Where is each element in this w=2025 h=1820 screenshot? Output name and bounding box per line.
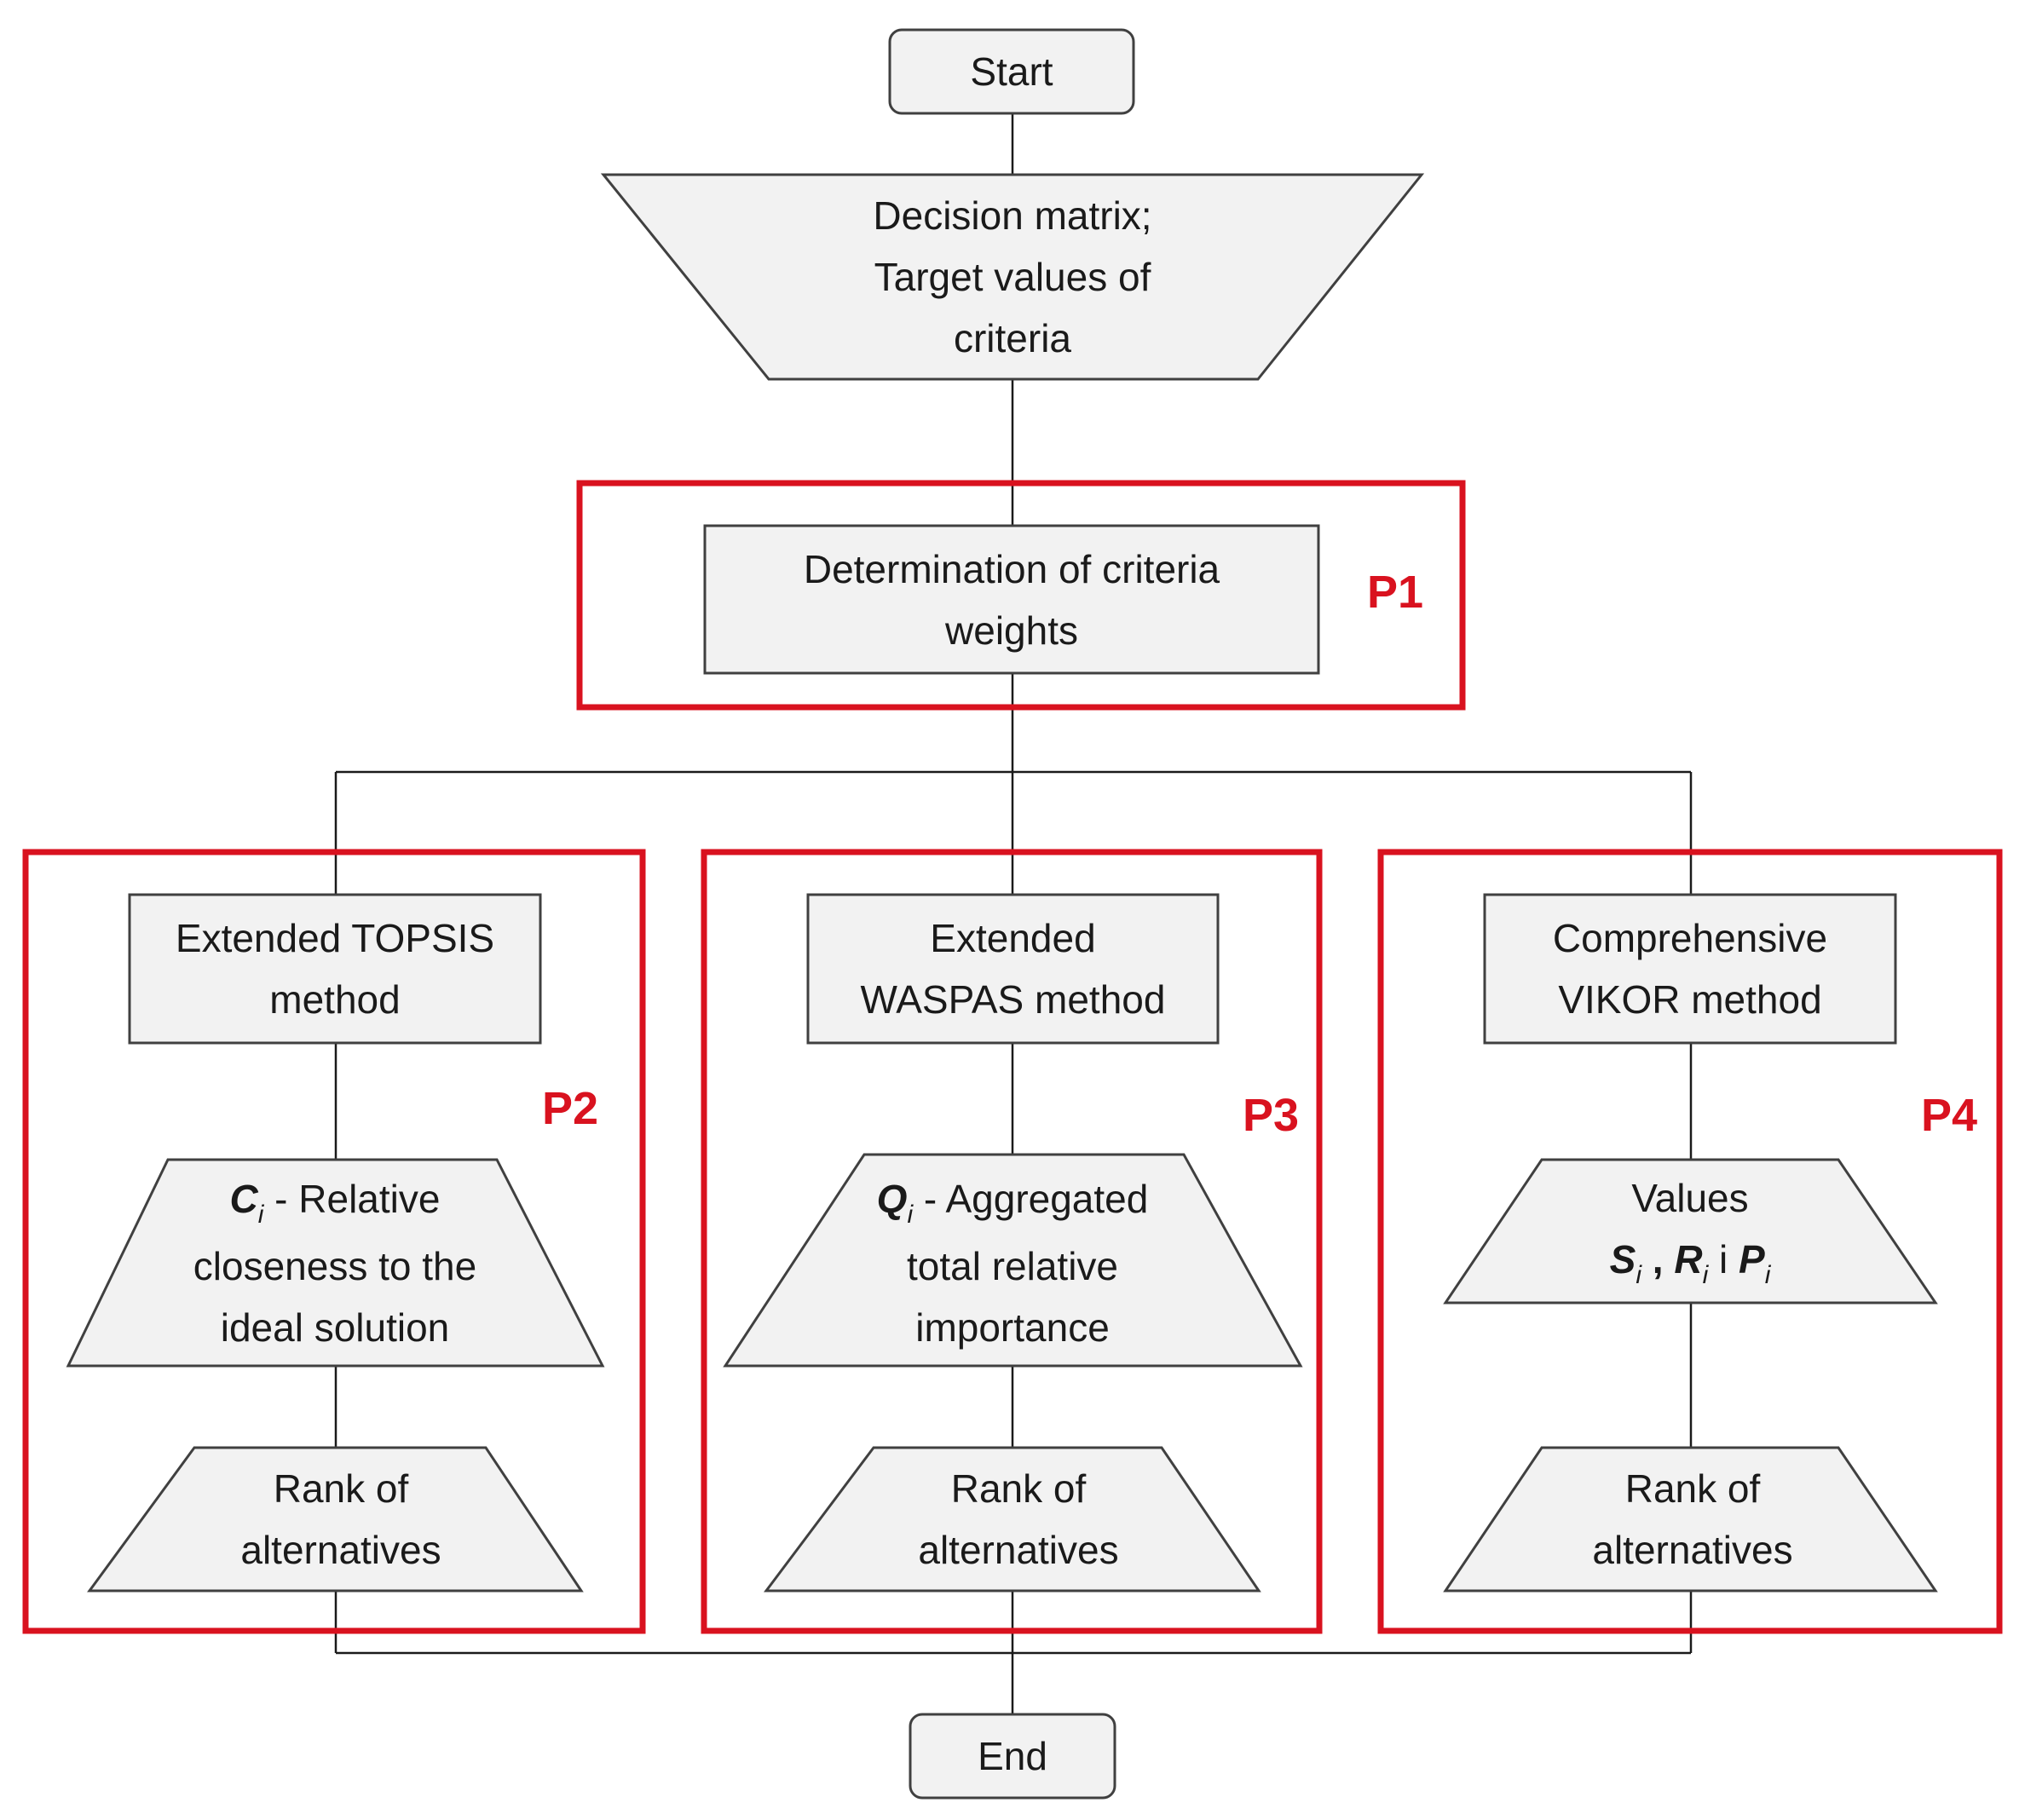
p4-tag: P4 <box>1921 1090 1978 1141</box>
start-label: Start <box>890 30 1134 113</box>
waspas-label: Extended WASPAS method <box>808 895 1218 1043</box>
p2-tag: P2 <box>542 1083 599 1134</box>
connectors <box>334 113 1693 1714</box>
group-p3-frame <box>701 849 1323 1634</box>
input-label: Decision matrix; Target values of criter… <box>724 175 1301 379</box>
p4-rank-line-2: alternatives <box>1592 1528 1793 1572</box>
p4-rank-label: Rank of alternatives <box>1505 1448 1880 1591</box>
p3-rank-line-2: alternatives <box>918 1528 1119 1572</box>
input-line-2: Target values of <box>874 255 1151 299</box>
input-line-1: Decision matrix; <box>873 193 1152 238</box>
qi-after-text: - Aggregated <box>913 1176 1149 1221</box>
start-text: Start <box>970 49 1053 94</box>
input-trapezoid <box>600 173 1425 381</box>
group-p1-frame <box>576 480 1466 711</box>
p2-rank-label: Rank of alternatives <box>153 1448 528 1591</box>
ci-symbol: C <box>229 1176 258 1221</box>
p3-rank-trapezoid <box>764 1446 1261 1592</box>
group-p2-frame <box>22 849 646 1634</box>
ci-after-text: - Relative <box>263 1176 441 1221</box>
input-line-3: criteria <box>953 316 1072 360</box>
qi-output-trapezoid <box>723 1153 1303 1368</box>
ci-line-2: closeness to the <box>193 1243 477 1288</box>
vikor-line-1: Comprehensive <box>1552 916 1828 960</box>
start-terminator <box>888 28 1135 115</box>
p1-tag: P1 <box>1367 567 1424 618</box>
p-subscript: i <box>1764 1260 1771 1289</box>
topsis-process-box <box>128 893 542 1045</box>
waspas-line-1: Extended <box>930 916 1096 960</box>
end-label: End <box>910 1714 1115 1798</box>
values-separator: , <box>1641 1236 1675 1281</box>
ci-subscript: i <box>257 1200 264 1229</box>
p2-rank-line-2: alternatives <box>240 1528 441 1572</box>
ci-output-label: Ci - Relative closeness to the ideal sol… <box>128 1160 542 1366</box>
values-output-trapezoid <box>1443 1158 1938 1305</box>
ci-first-line: Ci - Relative <box>230 1168 441 1235</box>
topsis-line-1: Extended TOPSIS <box>175 916 495 960</box>
group-p4-frame <box>1377 849 2003 1634</box>
end-terminator <box>909 1713 1116 1800</box>
r-subscript: i <box>1702 1260 1709 1289</box>
values-output-label: Values Si , Ri i Pi <box>1500 1160 1880 1303</box>
p2-rank-line-1: Rank of <box>273 1466 409 1511</box>
values-title: Values <box>1631 1175 1749 1220</box>
qi-subscript: i <box>907 1200 914 1229</box>
end-text: End <box>978 1734 1047 1778</box>
waspas-line-2: WASPAS method <box>860 977 1166 1022</box>
weights-line-1: Determination of criteria <box>803 546 1220 591</box>
values-conjunction: i <box>1708 1236 1739 1281</box>
weights-label: Determination of criteria weights <box>705 526 1318 673</box>
p2-rank-trapezoid <box>87 1446 584 1592</box>
topsis-label: Extended TOPSIS method <box>130 895 540 1043</box>
qi-first-line: Qi - Aggregated <box>877 1168 1149 1235</box>
p-symbol: P <box>1739 1236 1765 1281</box>
vikor-process-box <box>1483 893 1897 1045</box>
r-symbol: R <box>1674 1236 1703 1281</box>
values-symbols: Si , Ri i Pi <box>1610 1229 1771 1296</box>
p3-rank-line-1: Rank of <box>950 1466 1087 1511</box>
vikor-label: Comprehensive VIKOR method <box>1485 895 1895 1043</box>
p4-rank-line-1: Rank of <box>1624 1466 1761 1511</box>
ci-line-3: ideal solution <box>220 1305 450 1350</box>
p3-tag: P3 <box>1243 1090 1300 1141</box>
s-subscript: i <box>1636 1260 1641 1289</box>
waspas-process-box <box>806 893 1220 1045</box>
weights-process-box <box>703 524 1320 675</box>
p3-rank-label: Rank of alternatives <box>827 1448 1210 1591</box>
weights-line-2: weights <box>945 608 1078 653</box>
qi-line-2: total relative <box>906 1243 1118 1288</box>
vikor-line-2: VIKOR method <box>1558 977 1822 1022</box>
s-symbol: S <box>1609 1236 1636 1281</box>
qi-line-3: importance <box>915 1305 1110 1350</box>
ci-output-trapezoid <box>66 1158 605 1368</box>
qi-output-label: Qi - Aggregated total relative importanc… <box>810 1160 1215 1366</box>
topsis-line-2: method <box>269 977 401 1022</box>
p4-rank-trapezoid <box>1443 1446 1938 1592</box>
qi-symbol: Q <box>876 1176 908 1221</box>
